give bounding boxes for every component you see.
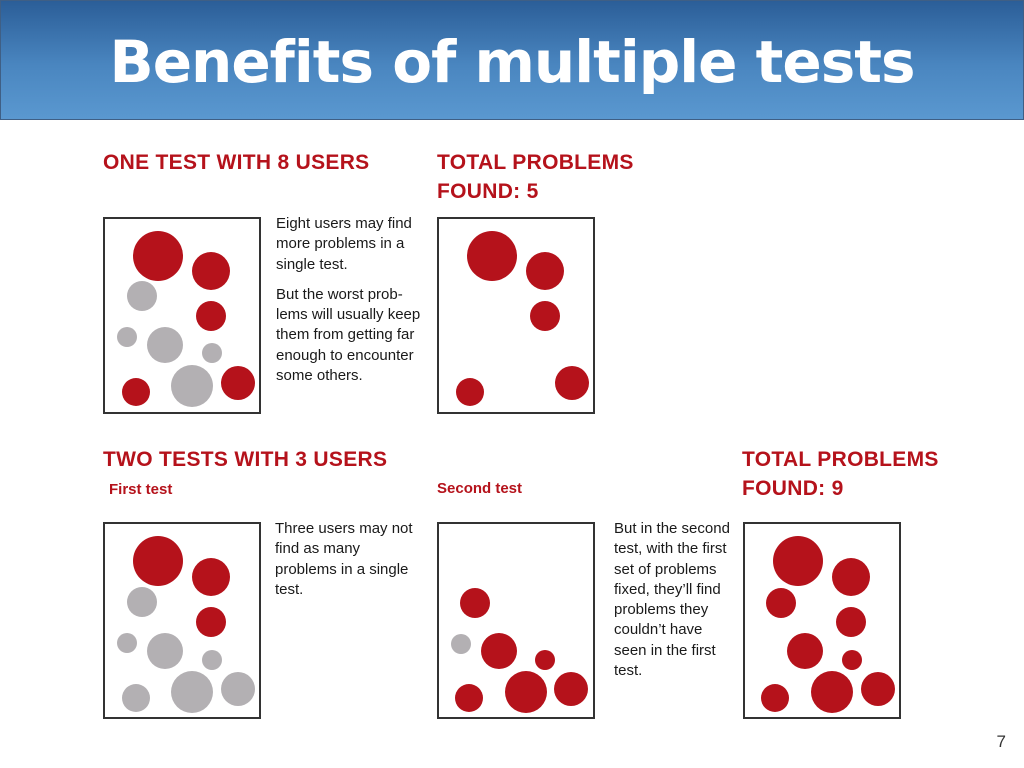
problem-not-found-circle bbox=[221, 672, 255, 706]
problem-found-circle bbox=[481, 633, 517, 669]
problem-not-found-circle bbox=[117, 327, 137, 347]
one-test-total-line2: FOUND: 5 bbox=[437, 180, 539, 203]
problem-found-circle bbox=[196, 301, 226, 331]
problem-not-found-circle bbox=[127, 587, 157, 617]
problem-found-circle bbox=[133, 231, 183, 281]
problem-found-circle bbox=[535, 650, 555, 670]
problem-found-circle bbox=[861, 672, 895, 706]
problem-not-found-circle bbox=[147, 633, 183, 669]
problem-found-circle bbox=[773, 536, 823, 586]
two-tests-total-line1: TOTAL PROBLEMS bbox=[742, 448, 939, 471]
one-test-total-line1: TOTAL PROBLEMS bbox=[437, 151, 634, 174]
problem-found-circle bbox=[555, 366, 589, 400]
problem-found-circle bbox=[460, 588, 490, 618]
one-test-note: Eight users may find more problems in a … bbox=[276, 214, 422, 396]
problem-not-found-circle bbox=[171, 671, 213, 713]
problem-found-circle bbox=[192, 558, 230, 596]
problem-found-circle bbox=[133, 536, 183, 586]
problem-found-circle bbox=[456, 378, 484, 406]
one-test-total-panel bbox=[437, 217, 595, 414]
problem-found-circle bbox=[761, 684, 789, 712]
first-test-circles bbox=[117, 536, 255, 713]
second-test-circles bbox=[451, 588, 588, 713]
two-tests-total: TOTAL PROBLEMS FOUND: 9 bbox=[742, 445, 939, 503]
one-test-total: TOTAL PROBLEMS FOUND: 5 bbox=[437, 148, 634, 206]
first-test-note: Three users may not find as many problem… bbox=[275, 520, 413, 598]
one-test-total-circles bbox=[456, 231, 589, 406]
problem-found-circle bbox=[842, 650, 862, 670]
problem-not-found-circle bbox=[202, 343, 222, 363]
two-tests-total-line2: FOUND: 9 bbox=[742, 477, 844, 500]
second-test-panel bbox=[437, 522, 595, 719]
one-test-circles bbox=[117, 231, 255, 407]
problem-not-found-circle bbox=[147, 327, 183, 363]
first-test-panel bbox=[103, 522, 261, 719]
problem-found-circle bbox=[554, 672, 588, 706]
second-test-note: But in the second test, with the first s… bbox=[614, 520, 730, 680]
problem-found-circle bbox=[505, 671, 547, 713]
problem-found-circle bbox=[766, 588, 796, 618]
one-test-panel bbox=[103, 217, 261, 414]
problem-found-circle bbox=[526, 252, 564, 290]
problem-not-found-circle bbox=[122, 684, 150, 712]
problem-found-circle bbox=[192, 252, 230, 290]
problem-found-circle bbox=[530, 301, 560, 331]
two-tests-total-circles bbox=[761, 536, 895, 713]
problem-found-circle bbox=[836, 607, 866, 637]
one-test-heading: ONE TEST WITH 8 USERS bbox=[103, 151, 370, 174]
slide-number: 7 bbox=[996, 732, 1006, 751]
problem-found-circle bbox=[467, 231, 517, 281]
first-test-label: First test bbox=[109, 481, 173, 498]
problem-not-found-circle bbox=[127, 281, 157, 311]
problem-found-circle bbox=[196, 607, 226, 637]
problem-found-circle bbox=[832, 558, 870, 596]
problem-not-found-circle bbox=[202, 650, 222, 670]
second-test-label: Second test bbox=[437, 480, 523, 497]
one-test-note-p1: Eight users may find more problems in a … bbox=[276, 215, 412, 273]
problem-not-found-circle bbox=[171, 365, 213, 407]
problem-found-circle bbox=[221, 366, 255, 400]
two-tests-heading: TWO TESTS WITH 3 USERS bbox=[103, 448, 388, 471]
problem-found-circle bbox=[122, 378, 150, 406]
title-bar bbox=[0, 0, 1024, 120]
two-tests-total-panel bbox=[743, 522, 901, 719]
problem-found-circle bbox=[787, 633, 823, 669]
one-test-note-p2: But the worst prob- lems will usually ke… bbox=[276, 285, 421, 385]
problem-found-circle bbox=[455, 684, 483, 712]
problem-not-found-circle bbox=[117, 633, 137, 653]
slide-title: Benefits of multiple tests bbox=[109, 28, 916, 96]
problem-found-circle bbox=[811, 671, 853, 713]
problem-not-found-circle bbox=[451, 634, 471, 654]
